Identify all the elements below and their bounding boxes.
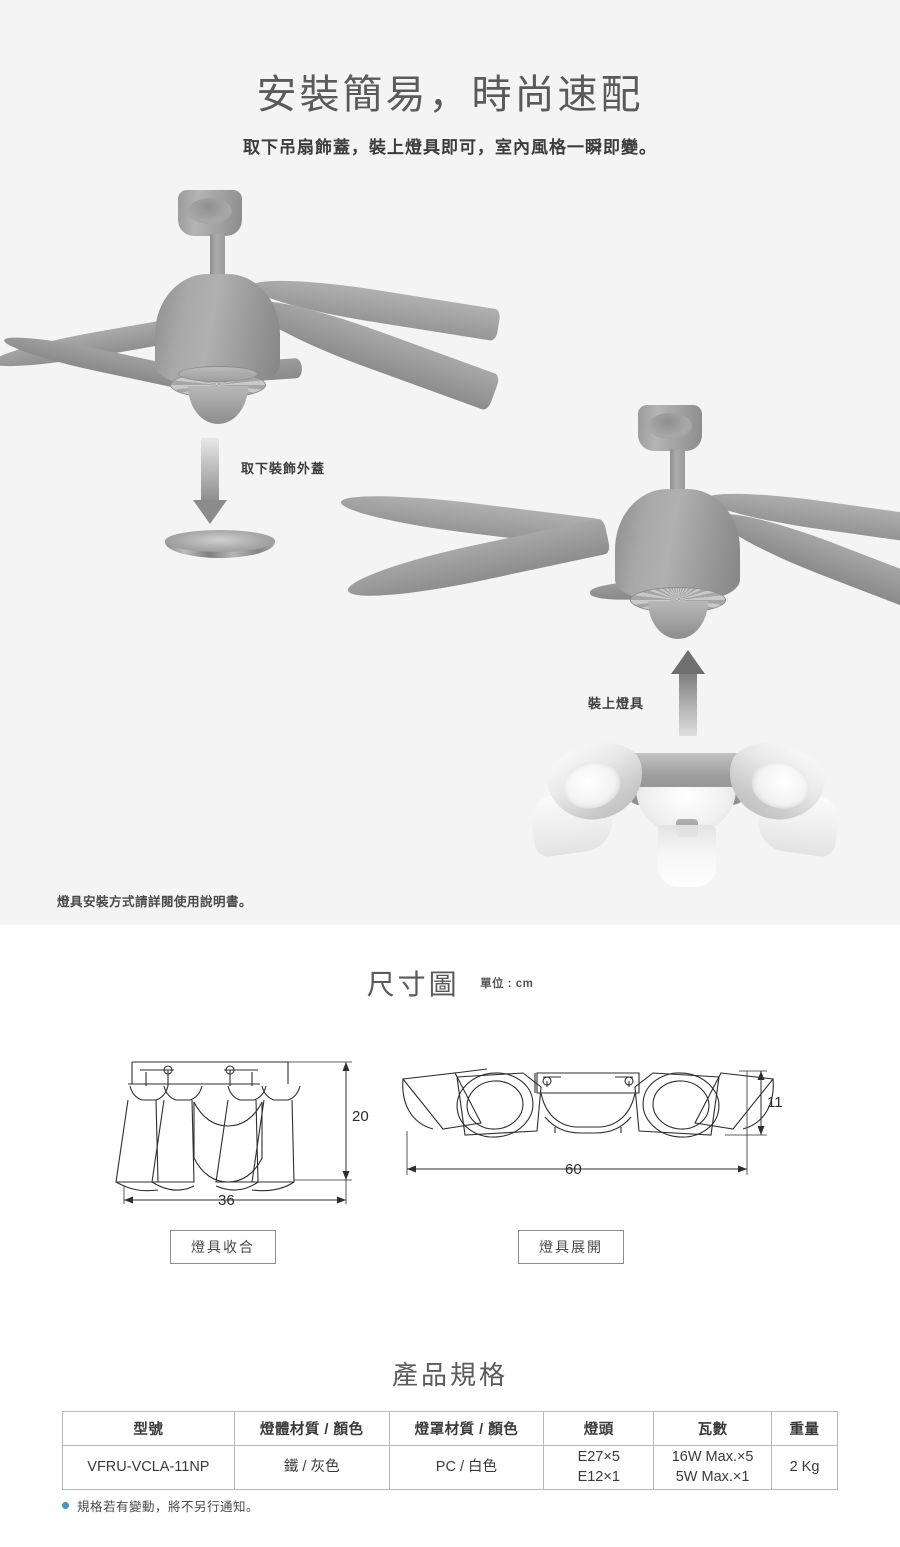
page-subtitle: 取下吊扇飾蓋，裝上燈具即可，室內風格一瞬即變。 [243,138,657,157]
header-wattage: 瓦數 [653,1411,773,1446]
cell-model: VFRU-VCLA-11NP [62,1445,235,1490]
light-bulb [557,755,626,815]
fan-canopy [178,190,242,236]
arrow-head [193,500,227,524]
remove-cover-arrow [193,438,227,524]
retracted-height-value: 20 [352,1108,369,1125]
dimension-drawing-expanded: 60 11 [395,1047,783,1197]
light-center-shade [658,825,716,887]
retracted-caption: 燈具收合 [170,1230,276,1264]
canopy-star-detail [193,200,227,223]
header-body-material: 燈體材質 / 顏色 [233,1411,390,1446]
header-socket: 燈頭 [543,1411,655,1446]
fan-canopy [638,405,702,451]
expanded-caption: 燈具展開 [518,1230,624,1264]
table-row: VFRU-VCLA-11NP 鐵 / 灰色 PC / 白色 E27×5 E12×… [62,1445,838,1490]
dimension-title: 尺寸圖 [366,969,460,1000]
table-header-row: 型號 燈體材質 / 顏色 燈罩材質 / 顏色 燈頭 瓦數 重量 [62,1411,838,1446]
wattage-line-2: 5W Max.×1 [675,1468,750,1485]
arrow-shaft [679,674,697,736]
socket-line-2: E12×1 [577,1468,620,1485]
cell-weight: 2 Kg [771,1445,838,1490]
arrow-head [671,650,705,674]
light-bulb [746,755,815,815]
fan-downrod [210,234,225,278]
cell-shade-material: PC / 白色 [388,1445,545,1490]
socket-line-1: E27×5 [577,1448,620,1465]
cell-body-material: 鐵 / 灰色 [233,1445,390,1490]
header-weight: 重量 [771,1411,838,1446]
dimension-unit-label: 單位 : cm [480,978,534,990]
arrow-shaft [201,438,219,500]
remove-cover-label: 取下裝飾外蓋 [241,461,326,476]
header-shade-material: 燈罩材質 / 顏色 [388,1411,545,1446]
dimension-section: 尺寸圖 單位 : cm [0,925,900,1325]
ceiling-fan-without-cover-illustration [339,405,900,639]
installation-footnote: 燈具安裝方式請詳閱使用說明書。 [57,895,253,909]
retracted-fixture-linedrawing [115,1061,352,1204]
cover-top [165,530,275,552]
cell-socket: E27×5 E12×1 [543,1445,655,1490]
retracted-width-value: 36 [218,1192,235,1209]
page-title: 安裝簡易，時尚速配 [256,73,644,117]
spec-footnote: 規格若有變動，將不另行通知。 [62,1496,259,1515]
expanded-height-value: 11 [767,1094,783,1111]
installation-section: 安裝簡易，時尚速配 取下吊扇飾蓋，裝上燈具即可，室內風格一瞬即變。 [0,0,900,925]
dimension-title-group: 尺寸圖 單位 : cm [0,963,900,1003]
attach-light-arrow [671,650,705,736]
light-kit-illustration [528,734,842,887]
specification-table: 型號 燈體材質 / 顏色 燈罩材質 / 顏色 燈頭 瓦數 重量 VFRU-VCL… [62,1411,838,1490]
detached-decorative-cover [165,530,275,562]
wattage-line-1: 16W Max.×5 [671,1448,754,1465]
fan-light-dome [648,601,708,639]
expanded-fixture-linedrawing [401,1068,775,1175]
cell-wattage: 16W Max.×5 5W Max.×1 [653,1445,773,1490]
spec-title: 產品規格 [391,1360,508,1390]
fan-motor-housing [615,489,740,599]
spec-footnote-text: 規格若有變動，將不另行通知。 [77,1500,260,1514]
ceiling-fan-with-cover-illustration [0,190,501,424]
expanded-width-value: 60 [565,1161,582,1178]
specification-section: 產品規格 型號 燈體材質 / 顏色 燈罩材質 / 顏色 燈頭 瓦數 重量 VFR… [0,1325,900,1547]
fan-decorative-cover-attached [178,366,258,382]
fan-light-dome [188,386,248,424]
header-model: 型號 [62,1411,235,1446]
bullet-icon [62,1502,69,1509]
dimension-drawing-retracted: 36 20 [110,1040,380,1210]
attach-light-label: 裝上燈具 [588,696,645,711]
canopy-star-detail [653,415,687,438]
fan-downrod [670,449,685,493]
